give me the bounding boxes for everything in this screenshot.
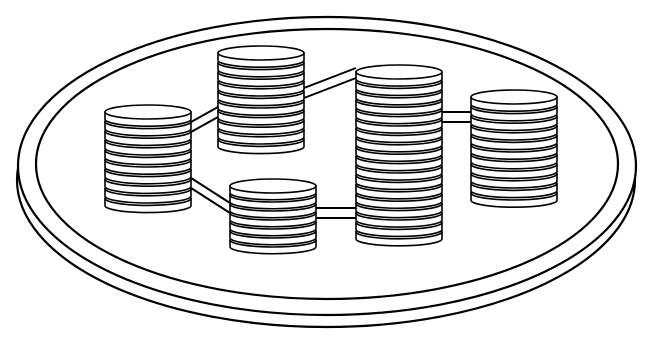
stack-bottom-center [230,179,316,254]
disc [471,90,557,104]
disc [230,179,316,193]
disc [356,65,442,79]
stack-left [105,105,191,213]
stack-center-right [356,65,442,246]
stack-right [471,90,557,207]
disc [218,46,304,60]
disc [105,105,191,119]
stack-top-center [218,46,304,154]
